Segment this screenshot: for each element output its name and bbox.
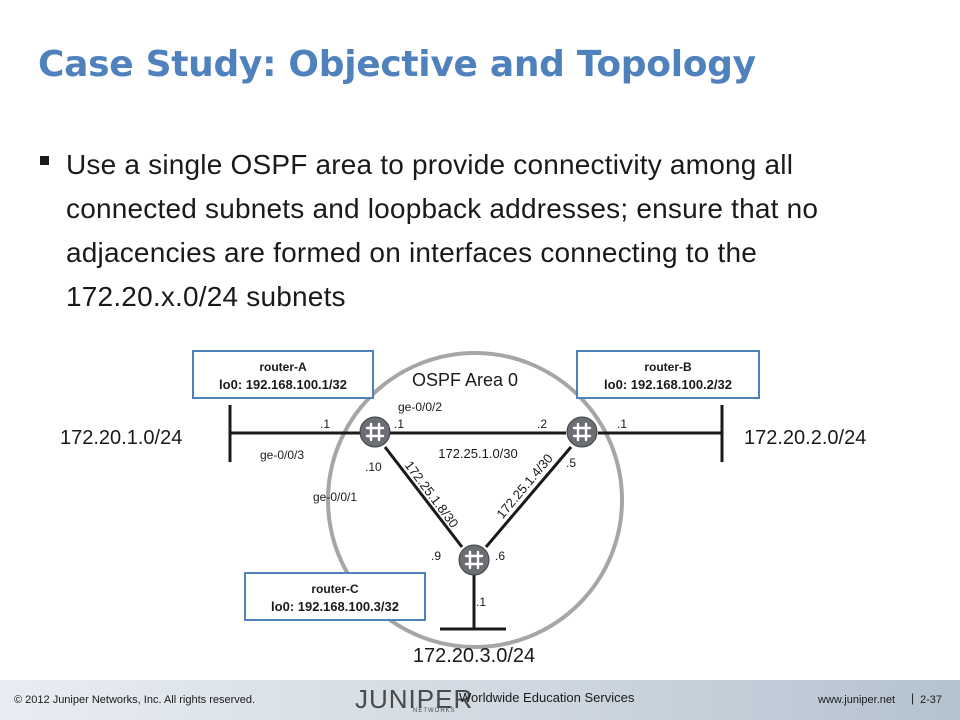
host-id-b-right: .1 [617, 417, 627, 431]
router-c-box [244, 572, 426, 621]
router-b-icon [566, 416, 598, 448]
router-a-icon [359, 416, 391, 448]
footer-url: www.juniper.net [818, 694, 896, 706]
bullet-text: Use a single OSPF area to provide connec… [66, 149, 819, 312]
page-number: 2-37 [920, 694, 943, 706]
router-a-box [192, 350, 374, 399]
subnet-right-label: 172.20.2.0/24 [744, 427, 866, 449]
router-a-name: router-A [259, 360, 307, 374]
router-c-name: router-C [311, 582, 359, 596]
juniper-logo-subtext: NETWORKS [413, 708, 456, 714]
host-id-c-left: .9 [431, 549, 441, 563]
host-id-b-down: .5 [566, 456, 576, 470]
router-b-loopback: lo0: 192.168.100.2/32 [604, 377, 732, 392]
link-b-c [484, 446, 573, 548]
footer-bar [0, 680, 960, 720]
host-id-a-down: .10 [365, 460, 382, 474]
subnet-left-label: 172.20.1.0/24 [60, 427, 182, 449]
host-id-a-left: .1 [320, 417, 330, 431]
host-id-c-down: .1 [476, 595, 486, 609]
router-b-box [576, 350, 760, 399]
topology-diagram: router-A lo0: 192.168.100.1/32 router-B … [60, 350, 866, 667]
footer-tagline: Worldwide Education Services [459, 690, 635, 705]
footer-copyright: © 2012 Juniper Networks, Inc. All rights… [14, 694, 256, 706]
footer-separator: | [911, 691, 915, 705]
juniper-logo: JUNIPER [355, 684, 474, 714]
router-a-loopback: lo0: 192.168.100.1/32 [219, 377, 347, 392]
ospf-area-label: OSPF Area 0 [412, 370, 518, 390]
router-c-loopback: lo0: 192.168.100.3/32 [271, 599, 399, 614]
interface-a-bottom-label: ge-0/0/1 [313, 490, 357, 504]
host-id-c-right: .6 [495, 549, 505, 563]
bullet-item: Use a single OSPF area to provide connec… [38, 143, 928, 319]
interface-a-left-label: ge-0/0/3 [260, 448, 304, 462]
subnet-bottom-label: 172.20.3.0/24 [413, 645, 535, 667]
host-id-a-right: .1 [394, 417, 404, 431]
slide-title: Case Study: Objective and Topology [38, 44, 756, 85]
square-bullet-icon [40, 156, 49, 165]
router-b-name: router-B [644, 360, 692, 374]
link-a-b-label: 172.25.1.0/30 [438, 446, 518, 461]
router-c-icon [458, 544, 490, 576]
link-a-c [383, 446, 464, 548]
interface-a-top-label: ge-0/0/2 [398, 400, 442, 414]
host-id-b-left: .2 [537, 417, 547, 431]
